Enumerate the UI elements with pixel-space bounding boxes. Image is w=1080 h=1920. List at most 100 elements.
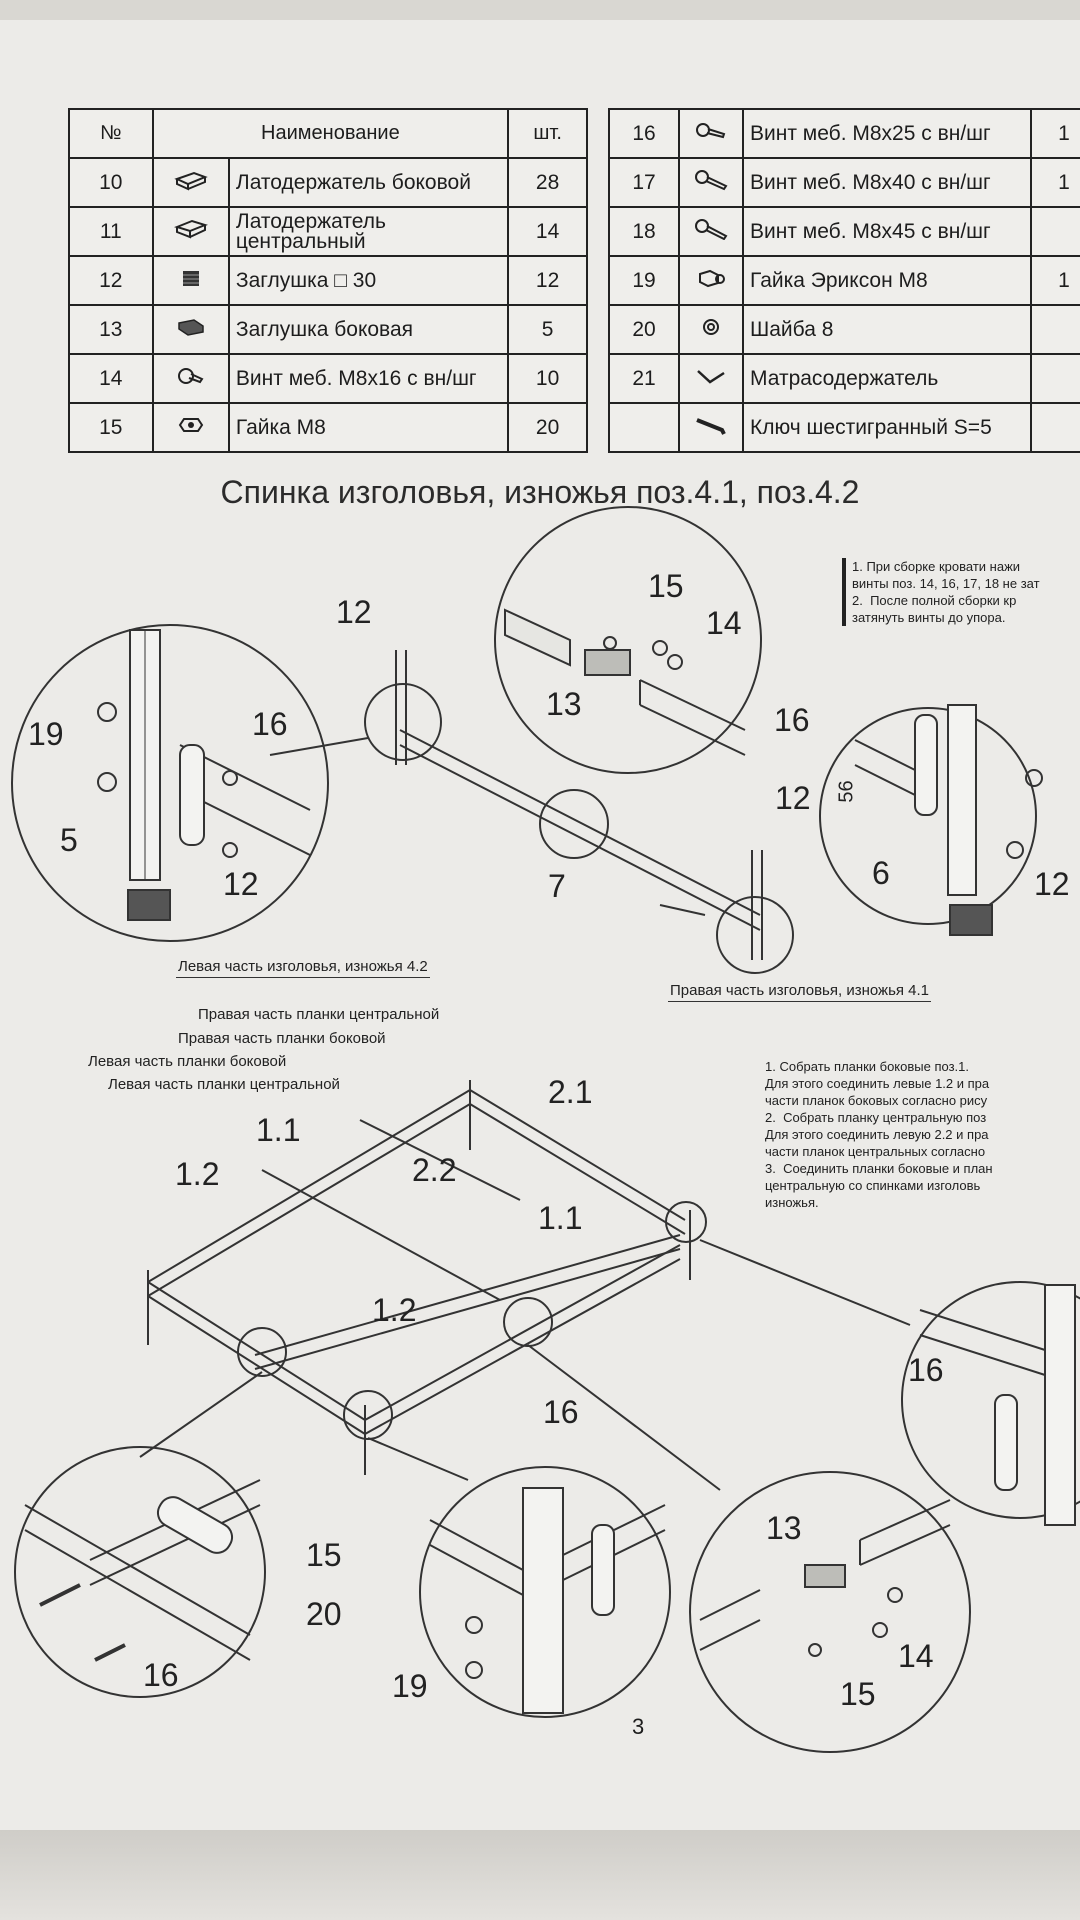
part-name: Заглушка боковая [227,304,510,355]
callout-16: 16 [543,1394,579,1430]
part-number: 20 [608,304,680,355]
callout-15: 15 [306,1537,342,1573]
callout-1-2: 1.2 [175,1156,220,1192]
side-cap-icon [151,304,230,355]
table-row: Ключ шестигранный S=5 [608,402,1080,453]
screw-icon [151,353,230,404]
part-number: 15 [68,402,154,453]
table-row: 13 Заглушка боковая 5 [68,304,588,355]
part-name: Латодержатель боковой [227,157,510,208]
label-left-center-slat: Левая часть планки центральной [108,1076,340,1093]
table-row: 18 Винт меб. М8х45 с вн/шг [608,206,1080,257]
part-name: Винт меб. М8х16 с вн/шг [227,353,510,404]
slat-holder-side-icon [151,157,230,208]
label-left-side-slat: Левая часть планки боковой [88,1053,287,1070]
callout-12: 12 [223,866,259,902]
part-qty: 14 [507,206,588,257]
part-number: 21 [608,353,680,404]
nut-icon [151,402,230,453]
section-title: Спинка изголовья, изножья поз.4.1, поз.4… [220,474,860,510]
detail-circle-bottom-4 [901,1281,1080,1519]
callout-19: 19 [28,716,64,752]
table-row: 10 Латодержатель боковой 28 [68,157,588,208]
part-number: 11 [68,206,154,257]
callout-1-1: 1.1 [538,1200,583,1236]
callout-12: 12 [1034,866,1070,902]
part-number: 12 [68,255,154,306]
part-name: Гайка М8 [227,402,510,453]
callout-12: 12 [775,780,811,816]
part-number: 13 [68,304,154,355]
label-right-side-slat: Правая часть планки боковой [178,1030,386,1047]
parts-table-right: 16 Винт меб. М8х25 с вн/шг 1 17 Винт меб… [608,108,1080,453]
part-name: Винт меб. М8х25 с вн/шг [742,108,1032,159]
part-qty: 1 [1030,157,1080,208]
table-row: 19 Гайка Эриксон М8 1 [608,255,1080,306]
screw-icon [678,206,744,257]
part-name: Шайба 8 [742,304,1032,355]
callout-1-2: 1.2 [372,1292,417,1328]
part-name: Матрасодержатель [742,353,1032,404]
callout-12: 12 [336,594,372,630]
part-qty [1030,304,1080,355]
table-row: 21 Матрасодержатель [608,353,1080,404]
table-row: 16 Винт меб. М8х25 с вн/шг 1 [608,108,1080,159]
part-name: Винт меб. М8х45 с вн/шг [742,206,1032,257]
part-qty: 12 [507,255,588,306]
background-fabric [0,1830,1080,1920]
callout-16: 16 [143,1657,179,1693]
part-name: Латодержатель центральный [227,206,510,257]
dimension-56: 56 [835,780,858,803]
table-header-row: № Наименование шт. [68,108,588,159]
callout-7: 7 [548,868,566,904]
part-number: 18 [608,206,680,257]
part-number [608,402,680,453]
callout-2-2: 2.2 [412,1152,457,1188]
callout-5: 5 [60,822,78,858]
part-qty: 28 [507,157,588,208]
part-qty: 10 [507,353,588,404]
part-qty: 5 [507,304,588,355]
part-qty [1030,402,1080,453]
label-left-head: Левая часть изголовья, изножья 4.2 [176,958,430,978]
callout-19: 19 [392,1668,428,1704]
washer-icon [678,304,744,355]
callout-2-1: 2.1 [548,1074,593,1110]
detail-circle-left-head [11,624,329,942]
part-number: 10 [68,157,154,208]
part-name: Заглушка □ 30 [227,255,510,306]
part-qty: 1 [1030,108,1080,159]
label-right-head: Правая часть изголовья, изножья 4.1 [668,982,932,1002]
callout-15: 15 [648,568,684,604]
detail-circle-cap [494,506,762,774]
square-cap-icon [151,255,230,306]
parts-table-left: № Наименование шт. 10 Латодержатель боко… [68,108,588,453]
table-row: 17 Винт меб. М8х40 с вн/шг 1 [608,157,1080,208]
page-number: 3 [632,1714,645,1739]
assembly-note-frame: 1. Собрать планки боковые поз.1. Для это… [765,1059,993,1210]
callout-16: 16 [252,706,288,742]
callout-16: 16 [908,1352,944,1388]
table-row: 11 Латодержатель центральный 14 [68,206,588,257]
part-number: 19 [608,255,680,306]
part-qty: 1 [1030,255,1080,306]
header-qty: шт. [507,108,588,159]
callout-14: 14 [706,605,742,641]
part-number: 14 [68,353,154,404]
callout-16: 16 [774,702,810,738]
table-row: 20 Шайба 8 [608,304,1080,355]
label-right-center-slat: Правая часть планки центральной [198,1006,440,1023]
mattress-holder-icon [678,353,744,404]
detail-circle-bottom-2 [419,1466,671,1718]
table-row: 15 Гайка М8 20 [68,402,588,453]
callout-20: 20 [306,1596,342,1632]
detail-circle-right-head [819,707,1037,925]
part-qty: 20 [507,402,588,453]
table-row: 14 Винт меб. М8х16 с вн/шг 10 [68,353,588,404]
table-row: 12 Заглушка □ 30 12 [68,255,588,306]
header-number: № [68,108,154,159]
assembly-note-top: 1. При сборке кровати нажи винты поз. 14… [842,558,1040,626]
callout-1-1: 1.1 [256,1112,301,1148]
screw-icon [678,108,744,159]
erickson-nut-icon [678,255,744,306]
